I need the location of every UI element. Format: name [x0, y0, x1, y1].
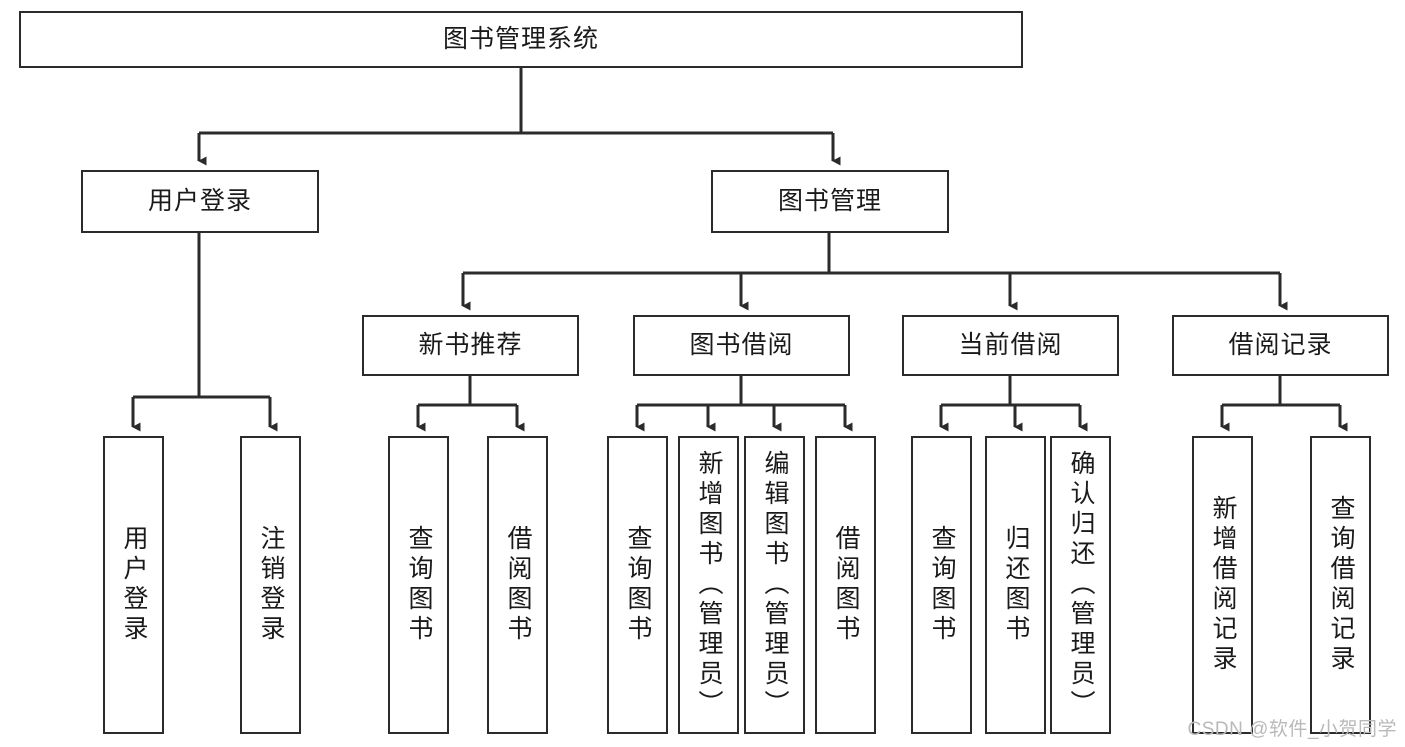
node-new-book-recommend[interactable]: 新书推荐: [362, 315, 579, 376]
node-book-manage-label: 图书管理: [777, 186, 882, 215]
node-leaf-return-book[interactable]: 归还图书: [985, 436, 1046, 734]
node-leaf-query-book-borrow[interactable]: 查询图书: [607, 436, 668, 734]
node-leaf-user-login-label: 用户登录: [120, 525, 148, 645]
node-leaf-confirm-return-admin-label: 确认归还（管理员）: [1067, 450, 1095, 720]
node-leaf-query-book-current[interactable]: 查询图书: [911, 436, 972, 734]
node-borrow-record[interactable]: 借阅记录: [1172, 315, 1389, 376]
node-leaf-edit-book-admin[interactable]: 编辑图书（管理员）: [744, 436, 805, 734]
node-leaf-add-borrow-record[interactable]: 新增借阅记录: [1192, 436, 1253, 734]
node-leaf-query-book-current-label: 查询图书: [928, 525, 956, 645]
node-user-login[interactable]: 用户登录: [81, 170, 319, 233]
node-leaf-query-book-recommend[interactable]: 查询图书: [388, 436, 449, 734]
node-leaf-borrow-book-borrow-label: 借阅图书: [832, 525, 860, 645]
node-leaf-add-book-admin[interactable]: 新增图书（管理员）: [678, 436, 739, 734]
node-current-borrow[interactable]: 当前借阅: [902, 315, 1119, 376]
node-current-borrow-label: 当前借阅: [958, 330, 1063, 359]
node-book-borrow-label: 图书借阅: [689, 330, 794, 359]
node-leaf-edit-book-admin-label: 编辑图书（管理员）: [761, 450, 789, 720]
node-leaf-add-borrow-record-label: 新增借阅记录: [1209, 495, 1237, 675]
node-new-book-recommend-label: 新书推荐: [418, 330, 523, 359]
node-book-borrow[interactable]: 图书借阅: [633, 315, 850, 376]
node-leaf-query-book-recommend-label: 查询图书: [405, 525, 433, 645]
node-leaf-borrow-book-recommend[interactable]: 借阅图书: [487, 436, 548, 734]
node-root-label: 图书管理系统: [442, 24, 599, 53]
csdn-watermark: CSDN @软件_小贺同学: [1187, 719, 1397, 740]
node-leaf-user-login[interactable]: 用户登录: [103, 436, 164, 734]
node-leaf-query-borrow-record[interactable]: 查询借阅记录: [1310, 436, 1371, 734]
node-leaf-add-book-admin-label: 新增图书（管理员）: [695, 450, 723, 720]
node-user-login-label: 用户登录: [147, 186, 252, 215]
node-root-system[interactable]: 图书管理系统: [19, 11, 1023, 68]
node-leaf-borrow-book-recommend-label: 借阅图书: [504, 525, 532, 645]
node-leaf-logout-login-label: 注销登录: [257, 525, 285, 645]
node-leaf-confirm-return-admin[interactable]: 确认归还（管理员）: [1050, 436, 1111, 734]
node-borrow-record-label: 借阅记录: [1228, 330, 1333, 359]
node-leaf-query-borrow-record-label: 查询借阅记录: [1327, 495, 1355, 675]
node-leaf-borrow-book-borrow[interactable]: 借阅图书: [815, 436, 876, 734]
node-leaf-return-book-label: 归还图书: [1002, 525, 1030, 645]
node-book-manage[interactable]: 图书管理: [711, 170, 949, 233]
node-leaf-query-book-borrow-label: 查询图书: [624, 525, 652, 645]
node-leaf-logout-login[interactable]: 注销登录: [240, 436, 301, 734]
